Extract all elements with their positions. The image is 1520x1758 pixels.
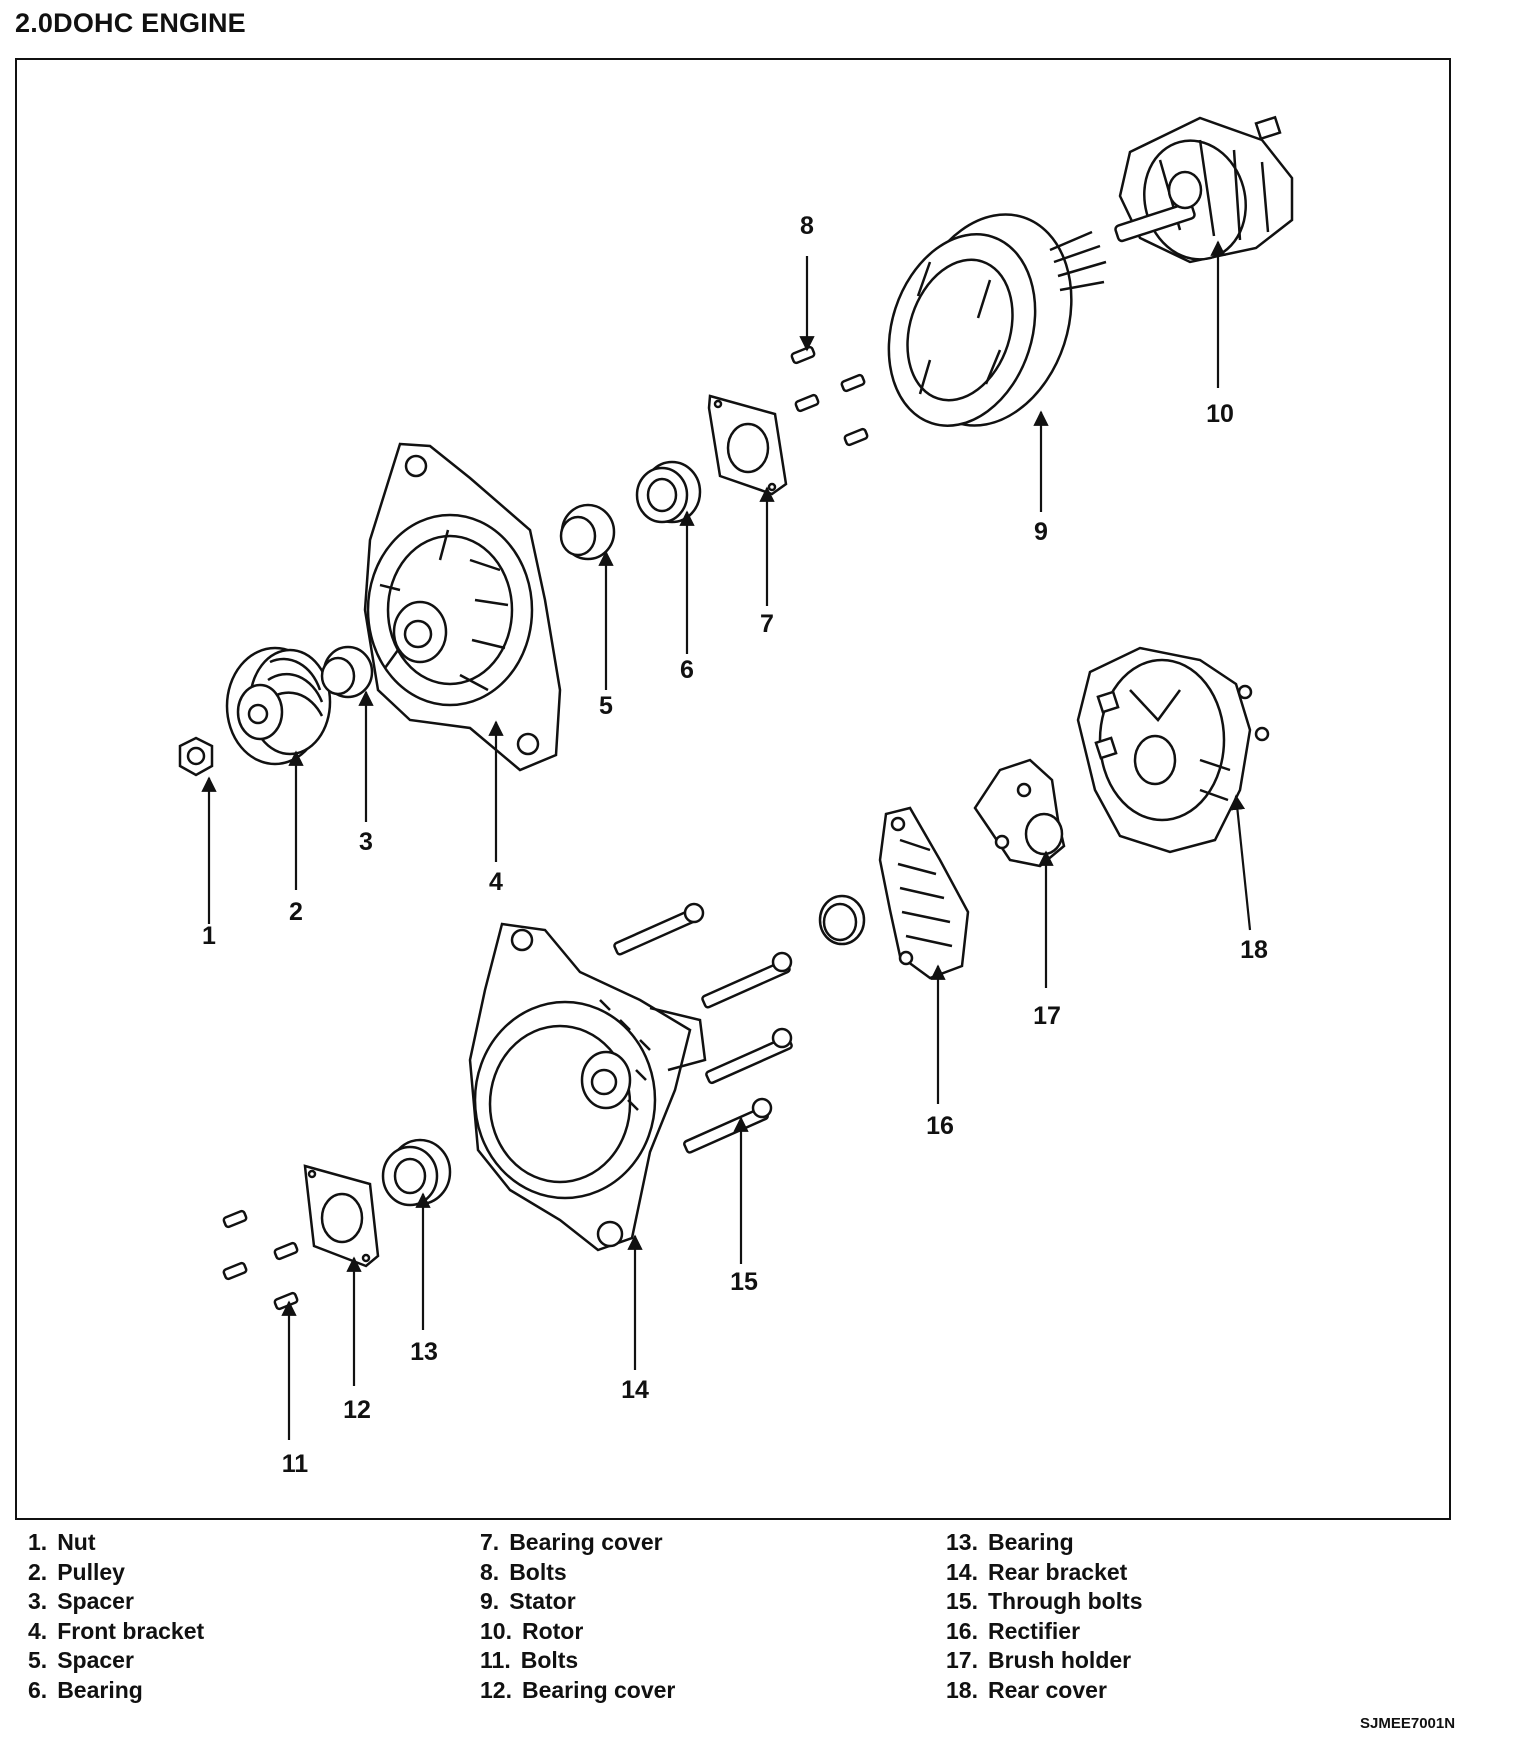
bearing-front-part bbox=[635, 460, 702, 524]
spacer-rear-part bbox=[559, 503, 616, 561]
legend-label: Bearing bbox=[57, 1676, 143, 1703]
legend-item: 7.Bearing cover bbox=[480, 1529, 663, 1555]
legend-label: Rear bracket bbox=[987, 1558, 1128, 1585]
legend-item: 3.Spacer bbox=[28, 1588, 134, 1614]
bearing-rear-part bbox=[381, 1138, 452, 1207]
bolts-front-part bbox=[790, 345, 869, 447]
seal-ring-part bbox=[818, 894, 866, 946]
legend-label: Front bracket bbox=[57, 1617, 205, 1644]
callout-6: 6 bbox=[680, 656, 694, 684]
callout-17: 17 bbox=[1033, 1002, 1061, 1030]
legend-label: Rear cover bbox=[987, 1676, 1107, 1703]
rear-bracket-part bbox=[468, 922, 707, 1252]
legend-item: 10.Rotor bbox=[480, 1617, 584, 1644]
legend-label: Bolts bbox=[509, 1558, 567, 1585]
leader-line-18 bbox=[1229, 794, 1252, 931]
bolts-rear-part bbox=[222, 1209, 299, 1311]
rectifier-part bbox=[878, 806, 970, 980]
pulley-part bbox=[225, 646, 332, 766]
spacer-front-part bbox=[320, 645, 374, 699]
legend-label: Nut bbox=[57, 1529, 96, 1555]
legend-item: 1.Nut bbox=[28, 1529, 96, 1555]
front-bracket-part bbox=[363, 442, 562, 772]
legend-label: Pulley bbox=[57, 1558, 125, 1585]
legend-item: 11.Bolts bbox=[480, 1647, 579, 1673]
callout-1: 1 bbox=[202, 922, 216, 950]
legend-label: Bolts bbox=[520, 1647, 579, 1673]
callout-2: 2 bbox=[289, 898, 303, 926]
callout-16: 16 bbox=[926, 1112, 954, 1140]
legend-label: Rectifier bbox=[987, 1617, 1081, 1644]
legend-label: Spacer bbox=[57, 1588, 134, 1614]
legend-column-3: 13.Bearing 14.Rear bracket 15.Through bo… bbox=[946, 1528, 1143, 1705]
callout-13: 13 bbox=[410, 1338, 438, 1366]
legend-item: 6.Bearing bbox=[28, 1676, 143, 1703]
legend-item: 12.Bearing cover bbox=[480, 1676, 676, 1703]
legend-label: Through bolts bbox=[987, 1588, 1143, 1614]
legend-label: Bearing bbox=[987, 1529, 1074, 1555]
callout-9: 9 bbox=[1034, 518, 1048, 546]
page-title: 2.0DOHC ENGINE bbox=[15, 8, 246, 38]
rear-cover-part bbox=[1076, 646, 1270, 854]
callout-5: 5 bbox=[599, 692, 613, 720]
legend-column-1: 1.Nut 2.Pulley 3.Spacer 4.Front bracket … bbox=[28, 1528, 204, 1705]
callout-18: 18 bbox=[1240, 936, 1268, 964]
legend-label: Stator bbox=[509, 1588, 576, 1614]
legend-label: Spacer bbox=[57, 1647, 134, 1673]
legend-label: Bearing cover bbox=[509, 1529, 663, 1555]
legend-item: 8.Bolts bbox=[480, 1558, 567, 1585]
callout-4: 4 bbox=[489, 868, 503, 896]
exploded-view-diagram: 1 2 3 4 5 6 7 8 9 10 11 12 13 14 15 16 1… bbox=[178, 115, 1294, 1478]
bearing-cover-rear-part bbox=[303, 1164, 380, 1268]
bearing-cover-front-part bbox=[707, 394, 788, 496]
legend-item: 14.Rear bracket bbox=[946, 1558, 1128, 1585]
legend-item: 5.Spacer bbox=[28, 1647, 134, 1673]
callout-3: 3 bbox=[359, 828, 373, 856]
rotor-part bbox=[1114, 115, 1294, 264]
legend-column-2: 7.Bearing cover 8.Bolts 9.Stator 10.Roto… bbox=[480, 1528, 675, 1705]
legend-item: 18.Rear cover bbox=[946, 1676, 1107, 1703]
legend-item: 17.Brush holder bbox=[946, 1647, 1132, 1673]
legend-item: 4.Front bracket bbox=[28, 1617, 205, 1644]
legend-label: Brush holder bbox=[987, 1647, 1132, 1673]
callout-11: 11 bbox=[282, 1450, 309, 1478]
legend-label: Bearing cover bbox=[521, 1676, 676, 1703]
diagram-frame bbox=[15, 58, 1451, 1520]
callout-8: 8 bbox=[800, 212, 814, 240]
legend-item: 16.Rectifier bbox=[946, 1617, 1081, 1644]
callout-12: 12 bbox=[343, 1396, 371, 1424]
brush-holder-part bbox=[973, 758, 1066, 868]
legend-item: 9.Stator bbox=[480, 1588, 576, 1614]
stator-part bbox=[887, 213, 1107, 427]
legend-item: 15.Through bolts bbox=[946, 1588, 1143, 1614]
callout-7: 7 bbox=[760, 610, 774, 638]
figure-code: SJMEE7001N bbox=[1360, 1715, 1456, 1732]
legend-item: 2.Pulley bbox=[28, 1558, 125, 1585]
callout-15: 15 bbox=[730, 1268, 758, 1296]
nut-part bbox=[178, 736, 214, 777]
legend-item: 13.Bearing bbox=[946, 1529, 1074, 1555]
callout-10: 10 bbox=[1206, 400, 1234, 428]
callout-14: 14 bbox=[621, 1376, 649, 1404]
legend-label: Rotor bbox=[521, 1617, 584, 1644]
